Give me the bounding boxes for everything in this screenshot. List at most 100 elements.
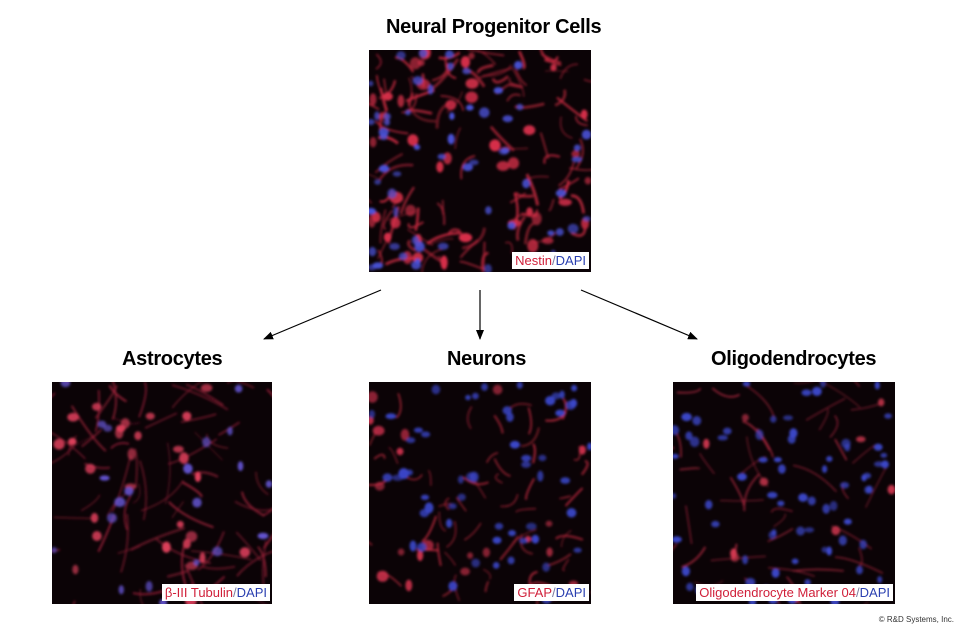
cell-body [489, 139, 501, 152]
cell-process [486, 452, 499, 463]
nucleus [193, 559, 200, 566]
cell-process [495, 473, 503, 484]
nucleus [183, 463, 193, 474]
nucleus [538, 454, 547, 462]
nucleus [755, 429, 764, 441]
cell-body [460, 567, 470, 576]
micrograph-oligodendrocytes-image [673, 382, 895, 604]
copyright-notice: © R&D Systems, Inc. [878, 615, 954, 624]
cell-process [134, 448, 138, 488]
cell-process [508, 83, 524, 89]
cell-process [742, 420, 771, 451]
stain-separator: / [856, 585, 860, 600]
arrow-to-oligodendrocytes [580, 289, 698, 340]
cell-process [438, 511, 447, 532]
cell-process [407, 221, 424, 229]
nucleus [447, 133, 455, 145]
cell-body [90, 512, 99, 523]
cell-process [555, 534, 584, 541]
cell-process [436, 542, 442, 566]
nucleus [481, 383, 488, 391]
cell-process [792, 568, 844, 572]
cell-process [514, 68, 528, 87]
cell-process [484, 580, 490, 593]
cell-process [379, 87, 389, 112]
nucleus [516, 382, 523, 389]
cell-process [558, 495, 571, 500]
nucleus [437, 153, 446, 160]
cell-process [383, 210, 393, 230]
cell-process [521, 427, 540, 447]
cell-body [382, 92, 393, 101]
cell-layer [673, 382, 895, 604]
micrograph-astrocytes: β-III Tubulin/DAPI [52, 382, 272, 604]
cell-process [514, 102, 545, 109]
nucleus [767, 491, 778, 499]
nucleus [717, 435, 728, 441]
nucleus [773, 457, 782, 463]
nucleus [873, 443, 883, 451]
nucleus [428, 84, 434, 95]
stain-label-tubulin-dapi: β-III Tubulin/DAPI [161, 584, 270, 601]
cell-process [469, 50, 505, 56]
cell-process [499, 535, 520, 561]
nucleus [118, 585, 125, 595]
cell-process [373, 453, 386, 460]
nucleus [673, 453, 679, 459]
nucleus [804, 579, 811, 586]
nucleus [227, 426, 233, 436]
nucleus [587, 442, 591, 451]
cell-process [431, 63, 449, 82]
nucleus [531, 534, 540, 544]
nucleus [492, 536, 502, 544]
cell-body [759, 477, 769, 486]
cell-process [182, 481, 203, 498]
nucleus [212, 546, 223, 557]
nucleus [711, 520, 720, 528]
cell-process [171, 384, 229, 411]
cell-process [516, 215, 526, 241]
micrograph-neural-progenitor-cells: Nestin/DAPI [369, 50, 591, 272]
cell-body [465, 91, 478, 103]
cell-process [466, 406, 473, 430]
cell-process [580, 459, 589, 476]
nucleus [369, 264, 377, 271]
cell-process [676, 387, 702, 394]
cell-body [887, 484, 895, 495]
nucleus [99, 475, 110, 481]
stain-marker-tubulin: β-III Tubulin [164, 585, 234, 600]
cell-process [491, 75, 510, 84]
cell-process [575, 115, 588, 126]
micrograph-neurons-image [369, 382, 591, 604]
nucleus [521, 454, 532, 462]
cell-process [514, 191, 534, 198]
stain-marker-dapi: DAPI [236, 585, 267, 600]
cell-process [407, 239, 417, 253]
cell-body [526, 207, 533, 216]
cell-process [185, 383, 224, 406]
cell-body [465, 78, 479, 89]
cell-process [454, 127, 462, 150]
cell-process [81, 429, 102, 448]
nucleus [812, 386, 822, 396]
nucleus [469, 159, 479, 166]
cell-process [456, 497, 467, 512]
cell-body [68, 437, 77, 446]
title-neural-progenitor-cells: Neural Progenitor Cells [386, 16, 602, 38]
cell-body [531, 212, 542, 226]
cell-process [194, 431, 223, 461]
cell-process [236, 550, 272, 577]
nucleus [705, 500, 713, 510]
cell-body [440, 255, 448, 270]
cell-process [673, 543, 678, 550]
cell-body [376, 570, 389, 582]
cell-process [369, 103, 380, 111]
cell-process [369, 541, 373, 546]
nucleus [525, 522, 537, 530]
nucleus [841, 438, 851, 449]
nucleus [97, 420, 107, 428]
cell-process [685, 505, 693, 544]
cell-process [681, 546, 707, 568]
cell-body [527, 239, 539, 253]
cell-process [201, 565, 236, 570]
